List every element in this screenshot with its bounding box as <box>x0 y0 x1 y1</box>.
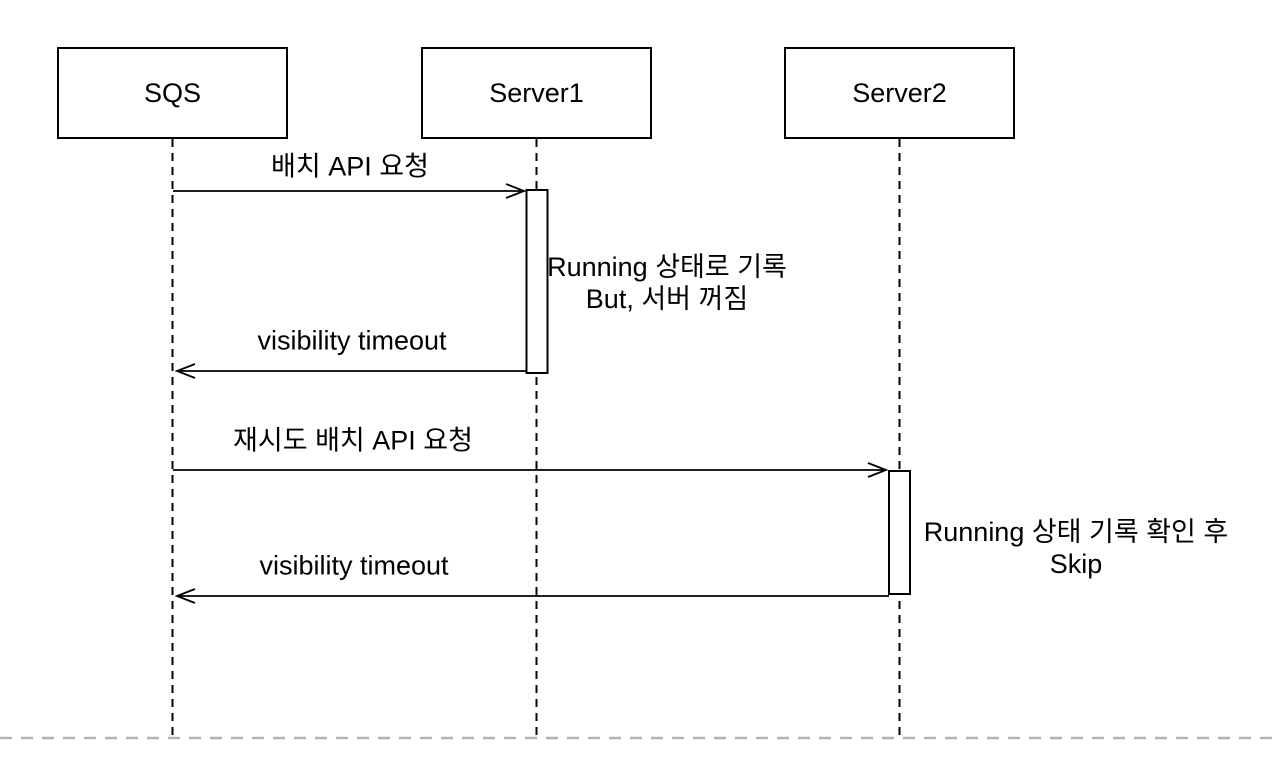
message-label-visibility-timeout-2: visibility timeout <box>259 550 449 581</box>
actor-label-sqs: SQS <box>143 77 202 108</box>
actor-box-server1: Server1 <box>421 47 652 139</box>
note-server2-skip: Running 상태 기록 확인 후 Skip <box>924 516 1228 580</box>
message-label-visibility-timeout-1: visibility timeout <box>257 325 447 356</box>
message-label-retry-batch-request: 재시도 배치 API 요청 <box>233 425 473 456</box>
note-server1-running-state: Running 상태로 기록 But, 서버 꺼짐 <box>547 251 787 315</box>
note-line: Running 상태로 기록 <box>547 252 787 282</box>
actor-box-server2: Server2 <box>784 47 1015 139</box>
actor-label-server1: Server1 <box>489 77 584 108</box>
note-line: But, 서버 꺼짐 <box>585 284 749 314</box>
actor-label-server2: Server2 <box>852 77 947 108</box>
actor-box-sqs: SQS <box>57 47 288 139</box>
message-label-batch-request: 배치 API 요청 <box>271 151 429 182</box>
activation-bar-server1 <box>525 189 549 374</box>
note-line: Running 상태 기록 확인 후 <box>923 517 1229 547</box>
activation-bar-server2 <box>888 470 911 595</box>
note-line: Skip <box>1049 549 1103 579</box>
